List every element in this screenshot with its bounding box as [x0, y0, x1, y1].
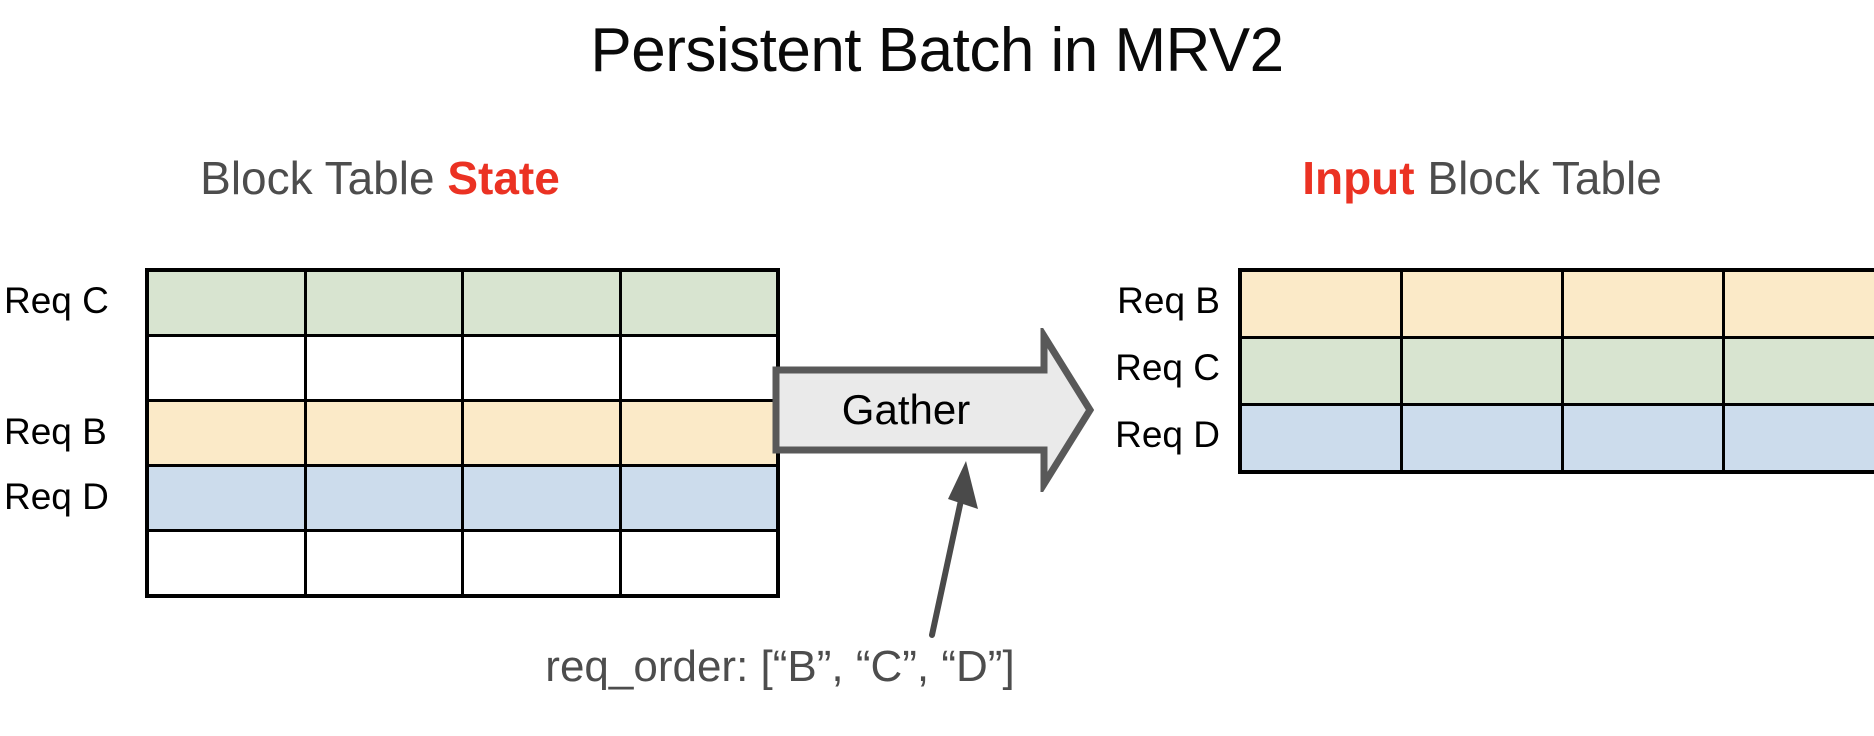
- page-title: Persistent Batch in MRV2: [590, 16, 1284, 85]
- table-row: [145, 399, 780, 467]
- heading-block-table-state: Block Table State: [0, 150, 760, 206]
- state-table-body: [145, 268, 780, 598]
- state-cell: [461, 529, 622, 598]
- state-cell: [145, 334, 307, 402]
- state-cell: [145, 529, 307, 598]
- table-row: [145, 268, 780, 337]
- table-row: [1238, 336, 1874, 406]
- table-row: [145, 529, 780, 598]
- table-row: [1238, 268, 1874, 339]
- state-cell: [461, 399, 622, 467]
- heading-input-block-table: Input Block Table: [1090, 150, 1874, 206]
- table-row: [1238, 403, 1874, 474]
- row-label-req-c: Req C: [1115, 347, 1220, 389]
- state-cell: [145, 399, 307, 467]
- heading-left-prefix: Block Table: [200, 152, 448, 204]
- state-cell: [303, 399, 464, 467]
- input-cell: [1561, 403, 1725, 474]
- state-cell: [618, 464, 780, 532]
- state-cell: [303, 334, 464, 402]
- input-cell: [1722, 403, 1874, 474]
- input-cell: [1238, 403, 1403, 474]
- state-cell: [461, 334, 622, 402]
- table-row: [145, 334, 780, 402]
- req-order-caption: req_order: [“B”, “C”, “D”]: [545, 642, 1015, 691]
- state-cell: [618, 334, 780, 402]
- heading-right-accent: Input: [1302, 152, 1415, 204]
- state-cell: [145, 268, 307, 337]
- input-cell: [1238, 336, 1403, 406]
- block-table-input: [1238, 268, 1874, 474]
- input-cell: [1400, 268, 1564, 339]
- state-cell: [461, 464, 622, 532]
- input-cell: [1561, 336, 1725, 406]
- gather-arrow-icon: [772, 328, 1094, 492]
- row-label-req-d: Req D: [4, 475, 109, 517]
- row-label-req-d: Req D: [1115, 413, 1220, 455]
- state-cell: [461, 268, 622, 337]
- input-cell: [1400, 336, 1564, 406]
- input-table-body: [1238, 268, 1874, 474]
- state-cell: [303, 529, 464, 598]
- pointer-arrow-icon: [929, 461, 978, 638]
- state-cell: [303, 464, 464, 532]
- input-cell: [1561, 268, 1725, 339]
- row-label-req-c: Req C: [4, 279, 109, 321]
- state-cell: [618, 399, 780, 467]
- block-table-state: [145, 268, 780, 598]
- table-row: [145, 464, 780, 532]
- row-label-req-b: Req B: [4, 410, 107, 452]
- heading-right-suffix: Block Table: [1414, 152, 1662, 204]
- state-cell: [303, 268, 464, 337]
- state-cell: [618, 268, 780, 337]
- heading-left-accent: State: [447, 152, 560, 204]
- input-cell: [1722, 336, 1874, 406]
- state-cell: [145, 464, 307, 532]
- state-cell: [618, 529, 780, 598]
- input-cell: [1722, 268, 1874, 339]
- input-cell: [1238, 268, 1403, 339]
- input-cell: [1400, 403, 1564, 474]
- row-label-req-b: Req B: [1117, 280, 1220, 322]
